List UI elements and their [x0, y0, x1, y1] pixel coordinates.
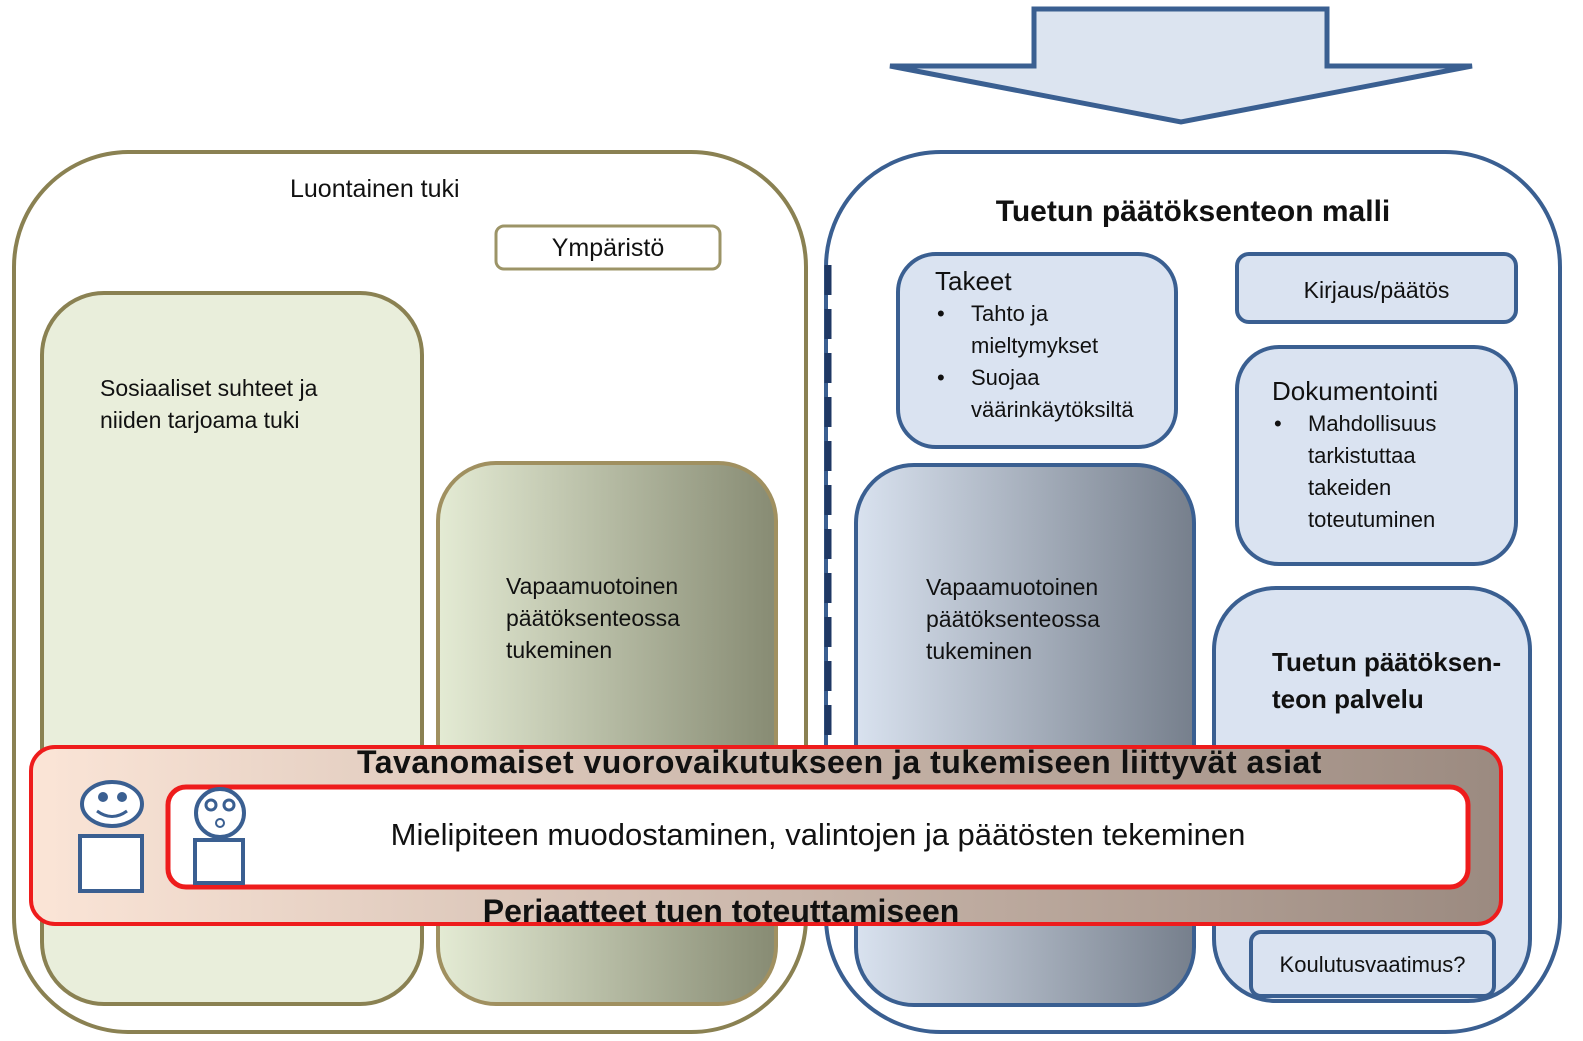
supporter-person-icon [78, 780, 144, 893]
documentation-list: Mahdollisuus tarkistuttaa takeiden toteu… [1272, 408, 1502, 536]
right-informal-support-label: Vapaamuotoinen päätöksenteossa tukeminen [926, 574, 1100, 664]
left-informal-support-label: Vapaamuotoinen päätöksenteossa tukeminen [506, 573, 680, 663]
guarantees-title: Takeet [935, 266, 1012, 296]
guarantee-item: Suojaa väärinkäytöksiltä [935, 362, 1165, 426]
band-center-label: Mielipiteen muodostaminen, valintojen ja… [390, 817, 1246, 852]
documentation-content: Dokumentointi Mahdollisuus tarkistuttaa … [1272, 374, 1502, 536]
decision-maker-person-icon [193, 787, 246, 885]
training-box [1249, 930, 1496, 998]
social-relations-label: Sosiaaliset suhteet ja niiden tarjoama t… [100, 375, 318, 433]
guarantee-item: Tahto ja mieltymykset [935, 298, 1165, 362]
record-decision-label: Kirjaus/päätös [1303, 277, 1450, 303]
record-decision-box [1235, 252, 1518, 324]
environment-label: Ympäristö [551, 234, 665, 262]
model-title: Tuetun päätöksenteon malli [995, 195, 1391, 228]
documentation-title: Dokumentointi [1272, 376, 1439, 406]
decision-making-box [165, 784, 1471, 890]
training-label: Koulutusvaatimus? [1279, 952, 1466, 977]
arrow-down-icon [889, 6, 1473, 125]
natural-support-title: Luontainen tuki [290, 175, 460, 203]
documentation-item: Mahdollisuus tarkistuttaa takeiden toteu… [1272, 408, 1478, 536]
band-bottom-label: Periaatteet tuen toteuttamiseen [482, 893, 960, 929]
guarantees-content: Takeet Tahto ja mieltymykset Suojaa väär… [935, 264, 1165, 426]
guarantees-list: Tahto ja mieltymykset Suojaa väärinkäytö… [935, 298, 1165, 426]
service-label: Tuetun päätöksen-teon palvelu [1272, 647, 1502, 714]
band-top-label: Tavanomaiset vuorovaikutukseen ja tukemi… [357, 744, 1322, 780]
environment-box [494, 224, 722, 271]
